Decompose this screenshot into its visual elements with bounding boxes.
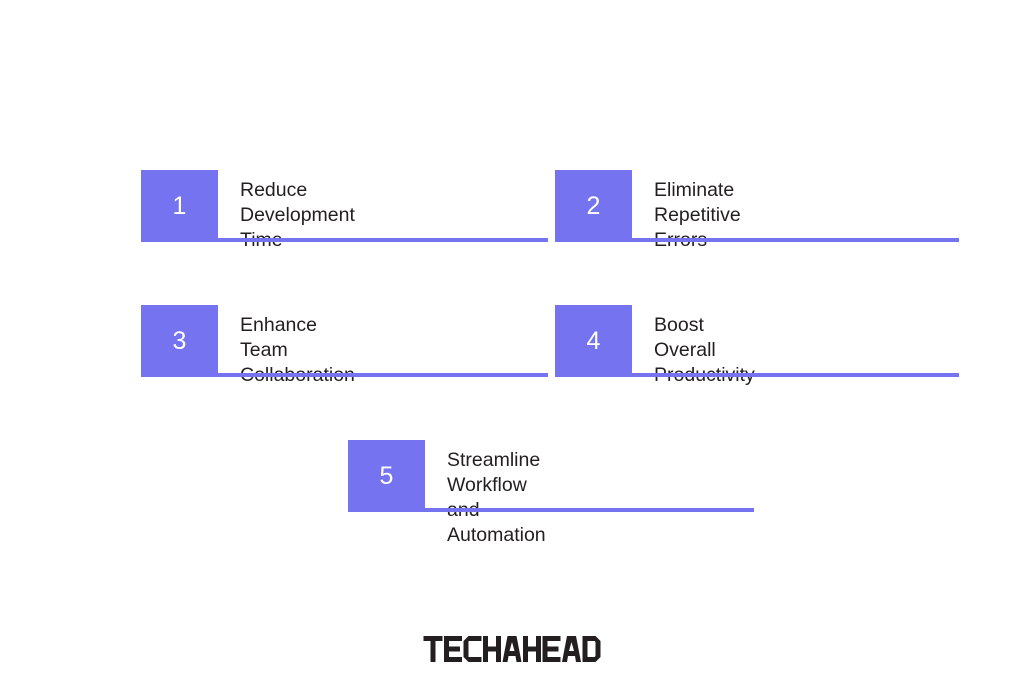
benefit-number: 2	[586, 191, 601, 220]
benefit-label: Reduce Development Time	[240, 179, 355, 251]
techahead-wordmark-icon	[423, 636, 601, 662]
benefit-number-badge: 4	[555, 305, 632, 377]
benefit-label: Streamline Workflow and Automation	[447, 449, 546, 546]
benefit-underline	[632, 238, 959, 242]
benefit-number-badge: 5	[348, 440, 425, 512]
benefit-number: 1	[172, 191, 187, 220]
benefit-number: 4	[586, 326, 601, 355]
techahead-logo	[0, 636, 1024, 667]
benefit-number: 5	[379, 461, 394, 490]
benefit-underline	[632, 373, 959, 377]
benefit-underline	[218, 238, 548, 242]
benefit-number-badge: 3	[141, 305, 218, 377]
benefit-number-badge: 2	[555, 170, 632, 242]
benefit-underline	[218, 373, 548, 377]
benefit-number: 3	[172, 326, 187, 355]
benefit-underline	[425, 508, 754, 512]
benefit-number-badge: 1	[141, 170, 218, 242]
